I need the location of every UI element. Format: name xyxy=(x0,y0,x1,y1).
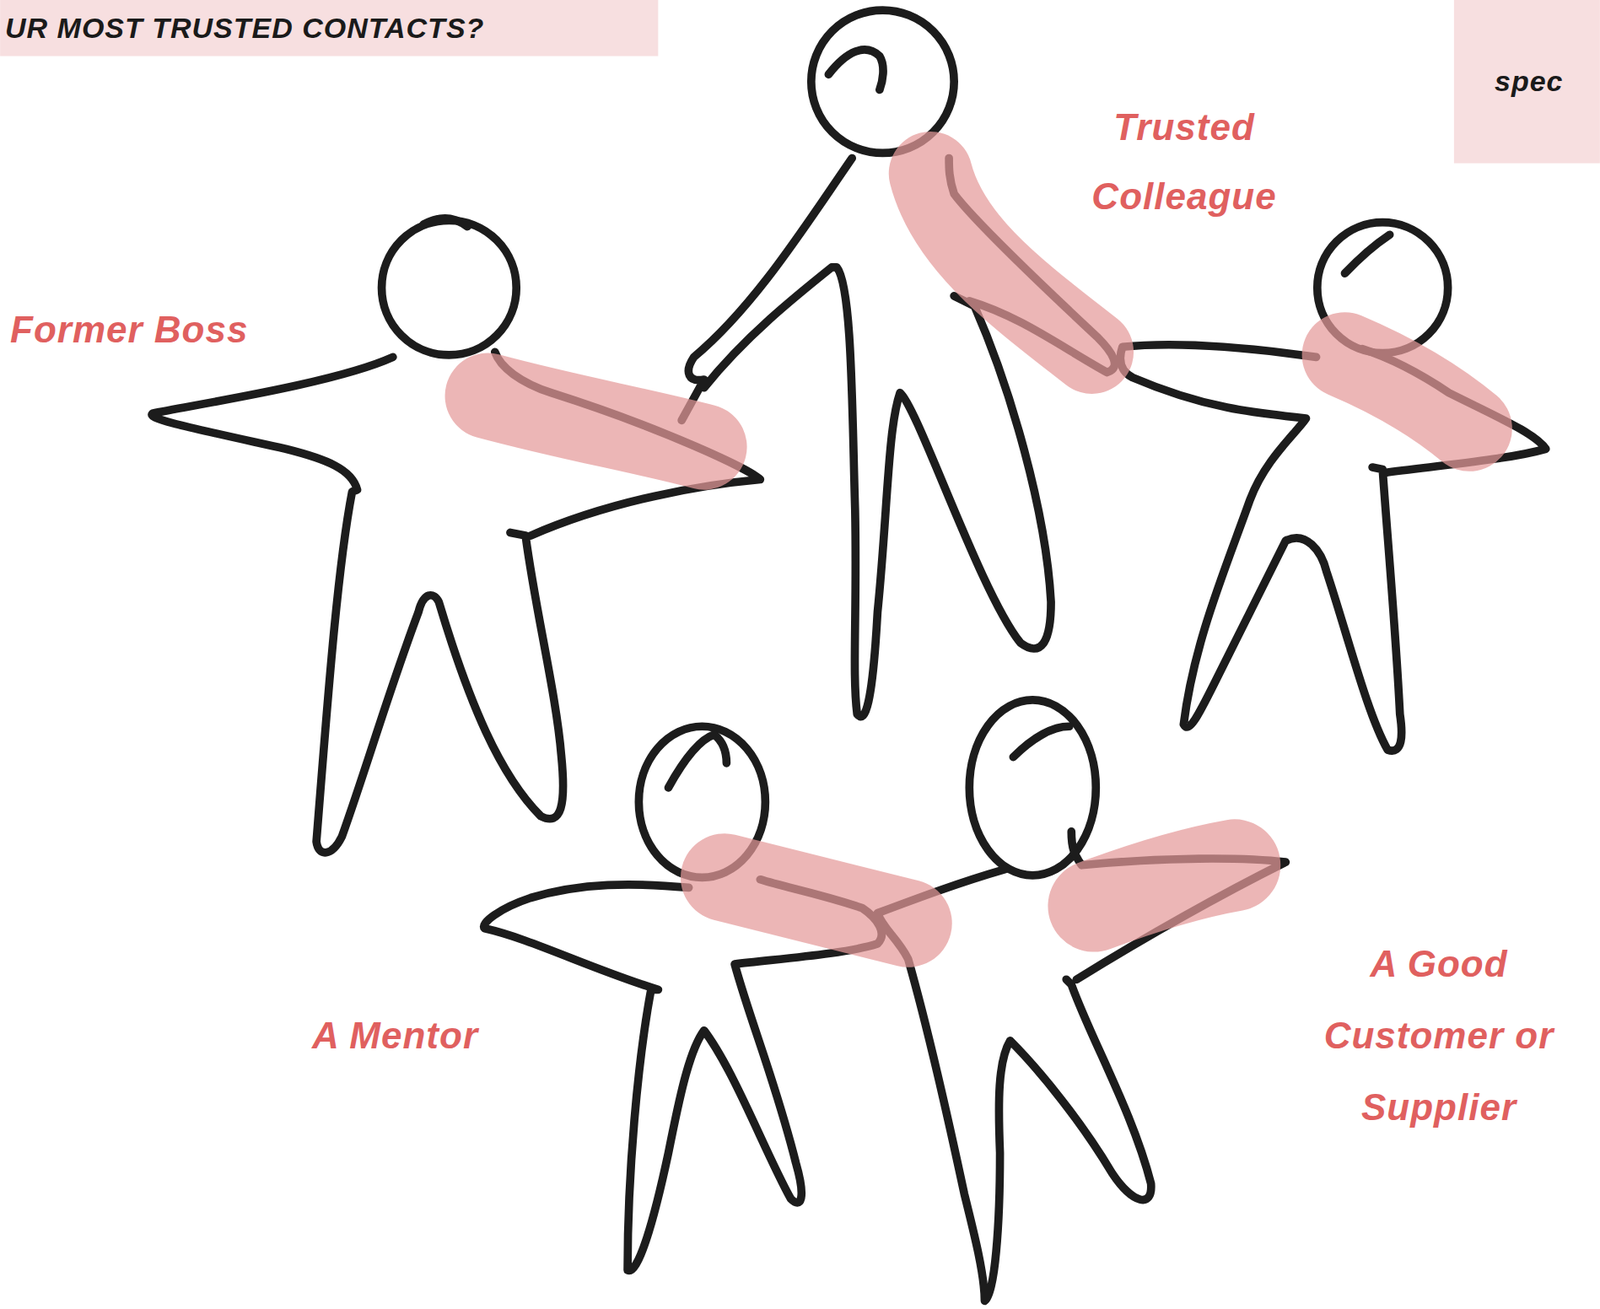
figure-head xyxy=(811,10,954,153)
title: UR MOST TRUSTED CONTACTS? xyxy=(5,11,485,45)
highlight-stroke xyxy=(487,395,704,447)
highlight-stroke xyxy=(1093,865,1235,906)
figure-label: Former Boss xyxy=(10,307,340,352)
stick-figure xyxy=(151,351,760,853)
figure-hair xyxy=(423,218,468,227)
figure-label: A Mentor xyxy=(312,1013,566,1058)
figure-hair xyxy=(668,734,727,788)
figure-hair xyxy=(1012,726,1070,757)
highlight-stroke xyxy=(1344,355,1470,429)
figure-label: A Good Customer or Supplier xyxy=(1312,927,1566,1143)
stick-figure xyxy=(1120,344,1546,751)
title-band xyxy=(0,0,658,57)
highlight-stroke xyxy=(724,877,909,923)
note-text: spec xyxy=(1494,64,1600,98)
figure-hair xyxy=(1344,234,1390,274)
figure-hair xyxy=(828,49,884,90)
note-box xyxy=(1454,0,1600,164)
figure-head xyxy=(382,220,518,356)
figure-label: Trusted Colleague xyxy=(1066,92,1303,232)
highlight-stroke xyxy=(930,173,1092,353)
stick-figure xyxy=(681,157,1115,717)
